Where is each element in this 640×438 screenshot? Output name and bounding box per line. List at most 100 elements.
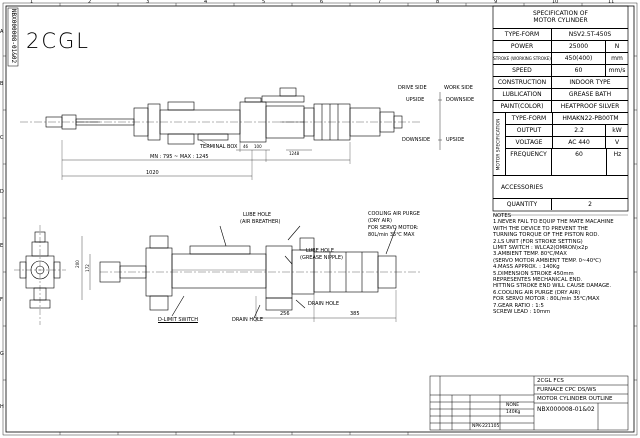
note-line: REPRESENTES MECHANICAL END. <box>493 277 583 284</box>
downside-left-label: DOWNSIDE <box>402 137 431 143</box>
drive-side-label: DRIVE SIDE <box>398 85 427 91</box>
spec-title-line2: MOTOR CYLINDER <box>533 17 588 24</box>
grease-nipple-label: (GREASE NIPPLE) <box>300 255 343 261</box>
notes: NOTES 1.NEVER FAIL TO EQUIP THE MATE MAC… <box>493 213 614 316</box>
note-line: (SERVO MOTOR AMBIENT TEMP. 0~40℃) <box>493 257 602 264</box>
spec-value: NSV2.5T-450S <box>568 31 612 38</box>
grid-number: 1 <box>30 0 34 5</box>
grid-letter: A <box>0 29 4 35</box>
grid-number: 2 <box>88 0 92 5</box>
grid-letter: D <box>0 189 4 195</box>
lube-hole-air-label: LUBE HOLE <box>243 212 272 218</box>
spec-title-line1: SPECIFICATION OF <box>533 10 588 17</box>
side-view <box>81 225 420 322</box>
accessories-label: ACCESSORIES <box>501 183 544 191</box>
mass-value: 140Kg <box>506 410 521 415</box>
spec-table: SPECIFICATION OF MOTOR CYLINDER TYPE-FOR… <box>493 6 628 210</box>
spec-label: POWER <box>493 41 552 52</box>
dim-256: 256 <box>280 311 290 317</box>
drawing-number: NBX000008-01&02 <box>537 406 595 413</box>
note-line: FOR SERVO MOTOR : 80L/min 35℃/MAX <box>493 296 600 303</box>
spec-unit: mm/s <box>605 65 628 76</box>
downside-right-label: DOWNSIDE <box>446 97 475 103</box>
dim-385: 385 <box>350 311 360 317</box>
motor-value: HMAKN22-PB00TM <box>562 115 619 122</box>
title-block-lines <box>429 375 629 431</box>
note-line: 6.COOLING AIR PURGE (DRY AIR) <box>493 289 581 296</box>
note-line: HITTING STROKE END WILL CAUSE DAMAGE. <box>493 283 612 290</box>
terminal-box-label: TERMINAL BOX <box>200 144 238 150</box>
spec-value: GREASE BATH <box>568 91 612 98</box>
quantity-label: QUANTITY <box>493 199 552 210</box>
spec-value: HEATPROOF SILVER <box>560 103 620 110</box>
air-breather-label: (AIR BREATHER) <box>240 219 281 225</box>
note-line: 2.LS UNIT (FOR STROKE SETTING) <box>493 238 583 245</box>
grid-letter: E <box>0 243 4 249</box>
dim-46: 46 <box>243 144 249 149</box>
drain-hole-label-2: DRAIN HOLE <box>232 317 263 323</box>
motor-spec-label: MOTOR SPECIFICATION <box>493 113 506 175</box>
spec-row: STROKE (WORKING STROKE)450(400)mm <box>493 53 628 65</box>
dim-172: 172 <box>84 264 90 272</box>
spec-row: LUBLICATION GREASE BATH <box>493 89 628 101</box>
cooling-purge-label-1: COOLING AIR PURGE <box>368 211 420 217</box>
dim-1020: 1020 <box>146 170 159 176</box>
motor-unit: Hz <box>606 149 628 175</box>
spec-label: PAINT(COLOR) <box>493 101 552 112</box>
title-line-2: FURNACE CPC DS/WS <box>537 387 597 393</box>
title-line-3: MOTOR CYLINDER OUTLINE <box>537 396 613 402</box>
grid-number: 4 <box>204 0 208 5</box>
note-line: NOTES <box>493 213 512 219</box>
limit-switch-label: D-LIMIT SWITCH <box>158 317 198 323</box>
grid-number: 9 <box>494 0 498 5</box>
quantity-value: 2 <box>588 201 592 208</box>
motor-unit: V <box>605 137 628 148</box>
quantity-row: QUANTITY 2 <box>493 198 628 210</box>
grid-number: 7 <box>378 0 382 5</box>
spec-value: 450(400) <box>564 55 593 62</box>
motor-unit: kW <box>605 125 628 136</box>
title-line-1: 2CGL FCS <box>537 378 564 384</box>
note-line: 7.GEAR RATIO : 1:5 <box>493 302 544 309</box>
work-side-label: WORK SIDE <box>444 85 473 91</box>
spec-label: CONSTRUCTION <box>493 77 552 88</box>
spec-row: SPEED 60 mm/s <box>493 65 628 77</box>
accessories-row: ACCESSORIES <box>493 176 628 198</box>
dim-1248: 1248 <box>289 151 300 156</box>
spec-unit: mm <box>605 53 628 64</box>
end-view <box>14 225 66 325</box>
grid-number: 10 <box>552 0 559 5</box>
note-line: 1.NEVER FAIL TO EQUIP THE MATE MACAHINE <box>493 219 614 226</box>
cooling-purge-label-3: FOR SERVO MOTOR: <box>368 225 419 231</box>
spec-label: LUBLICATION <box>493 89 552 100</box>
grid-letter: C <box>0 135 4 141</box>
grid-letter: G <box>0 351 4 357</box>
grid-letter: B <box>0 81 4 87</box>
spec-value: 25000 <box>568 43 589 50</box>
model-title: 2CGL <box>26 29 90 53</box>
motor-label: TYPE-FORM <box>506 113 553 124</box>
motor-value: 60 <box>575 151 583 158</box>
side-indicator <box>438 92 442 150</box>
spec-value: 60 <box>574 67 583 74</box>
motor-spec-block: MOTOR SPECIFICATION TYPE-FORM HMAKN22-PB0… <box>493 113 628 176</box>
spec-label: SPEED <box>493 65 552 76</box>
grid-letter: F <box>0 297 3 303</box>
dim-200: 200 <box>74 260 80 268</box>
grid-number: 3 <box>146 0 150 5</box>
motor-label: VOLTAGE <box>506 137 553 148</box>
dim-stroke-range: MN : 795 ~ MAX : 1245 <box>150 154 209 160</box>
lube-hole-grease-label: LUBE HOLE <box>306 248 335 254</box>
top-view <box>20 87 420 180</box>
upside-left-label: UPSIDE <box>406 97 425 103</box>
note-line: TURNING TORQUE OF THE PISTON ROD. <box>493 232 600 239</box>
